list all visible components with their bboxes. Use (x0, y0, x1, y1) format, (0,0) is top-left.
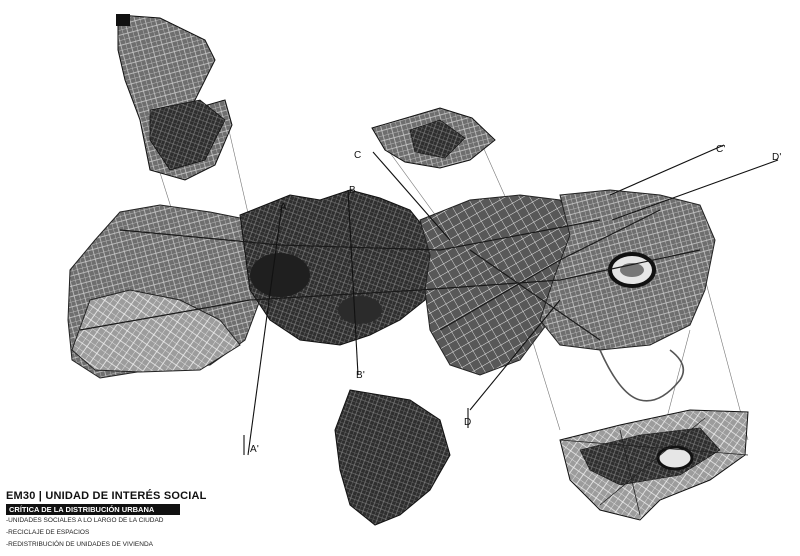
section-labels: A A' B B' C C' D' D (250, 144, 782, 455)
central-grid (419, 194, 581, 376)
section-label-b-prime: B' (356, 370, 365, 381)
river (599, 349, 685, 402)
legend-item: -UNIDADES SOCIALES A LO LARGO DE LA CIUD… (6, 517, 164, 524)
legend-subtitle: CRÍTICA DE LA DISTRIBUCIÓN URBANA (6, 504, 180, 515)
section-label-a-prime: A' (250, 444, 259, 455)
south-extension (334, 389, 451, 526)
section-label-d: D (464, 417, 471, 428)
section-label-b: B (349, 185, 356, 196)
legend-item: -REDISTRIBUCIÓN DE UNIDADES DE VIVIENDA (6, 541, 153, 548)
legend-title: EM30 | UNIDAD DE INTERÉS SOCIAL (6, 490, 207, 502)
section-label-c-prime: C' (716, 144, 726, 155)
arterial-roads (79, 209, 701, 341)
hill-mass (250, 253, 310, 297)
legend-item: -RECICLAJE DE ESPACIOS (6, 529, 90, 536)
detail-north (371, 107, 496, 169)
section-label-a: A (280, 202, 287, 213)
west-hill (71, 289, 241, 373)
hill-mass (338, 296, 382, 324)
section-label-c: C (354, 150, 361, 161)
section-label-d-prime: D' (772, 152, 782, 163)
city-footprint (67, 189, 716, 526)
north-marker-block (116, 14, 130, 26)
racetrack-inner (620, 263, 644, 277)
detail-racetrack (656, 445, 694, 471)
detail-northwest (116, 14, 233, 181)
legend: EM30 | UNIDAD DE INTERÉS SOCIAL CRÍTICA … (6, 490, 207, 551)
section-markers (243, 144, 779, 456)
detail-southeast (559, 409, 749, 521)
